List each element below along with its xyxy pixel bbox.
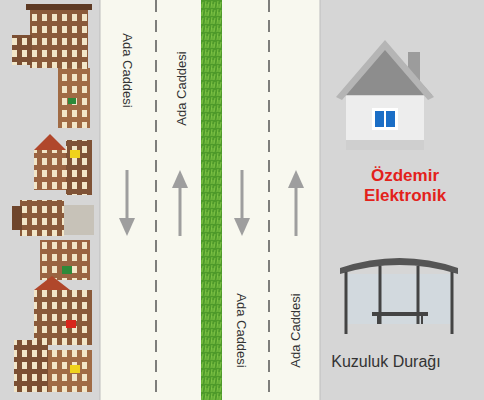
curb [100,0,101,400]
curb [320,0,321,400]
street-name: Ada Caddesi [173,51,188,125]
street-name: Ada Caddesi [287,293,302,367]
buildings [12,4,94,392]
lane-divider [155,0,157,400]
lane-divider [268,0,270,400]
shop-name: Özdemir Elektronik [335,166,475,207]
grass-median [201,0,222,400]
road [100,0,201,400]
bus-stop-name: Kuzuluk Durağı [331,353,441,371]
direction-arrows [119,170,304,236]
road [222,0,320,400]
house-icon [336,40,434,150]
bus-shelter [340,258,458,334]
street-name: Ada Caddesi [119,33,134,107]
street-name: Ada Caddesi [233,293,248,367]
